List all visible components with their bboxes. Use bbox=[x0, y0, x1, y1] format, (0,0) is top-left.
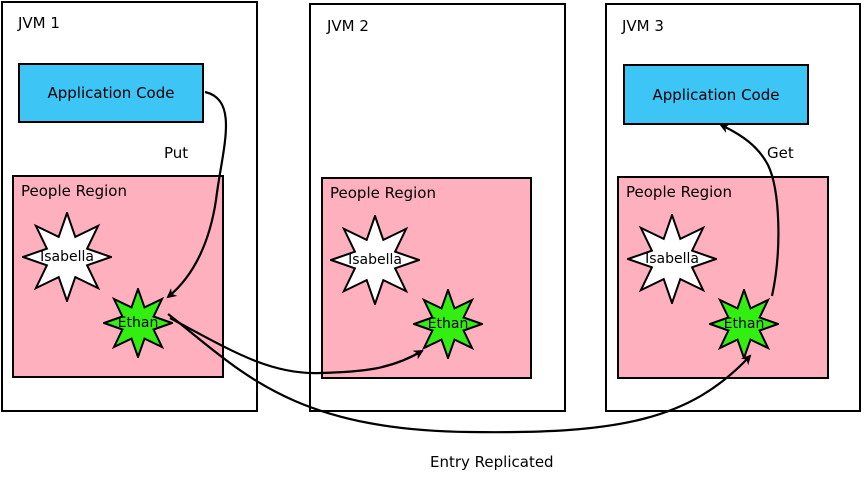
jvm-3-isabella-label: Isabella bbox=[645, 251, 699, 267]
jvm-3-entry-isabella: Isabella bbox=[627, 214, 717, 304]
get-arrow bbox=[719, 123, 780, 297]
jvm-2-ethan-label: Ethan bbox=[427, 316, 469, 332]
jvm-1-isabella-label: Isabella bbox=[40, 249, 94, 265]
jvm-3-application-code: Application Code bbox=[623, 64, 809, 125]
jvm-1-entry-isabella: Isabella bbox=[22, 212, 112, 302]
jvm-1-ethan-star-shape bbox=[103, 288, 173, 358]
jvm-3-ethan-label: Ethan bbox=[723, 316, 765, 332]
jvm-1-label: JVM 1 bbox=[18, 14, 60, 32]
jvm-2-ethan-star-shape bbox=[413, 289, 483, 359]
jvm-2-isabella-label: Isabella bbox=[348, 252, 402, 268]
put-arrow bbox=[166, 90, 227, 299]
put-label: Put bbox=[164, 144, 189, 162]
jvm-2-entry-ethan: Ethan bbox=[413, 289, 483, 359]
jvm-1-application-code-label: Application Code bbox=[47, 84, 175, 102]
jvm-3-entry-ethan: Ethan bbox=[709, 289, 779, 359]
entry-replicated-label: Entry Replicated bbox=[430, 453, 554, 471]
jvm-1-application-code: Application Code bbox=[18, 63, 204, 123]
jvm-2-entry-isabella: Isabella bbox=[330, 215, 420, 305]
jvm-1-entry-ethan: Ethan bbox=[103, 288, 173, 358]
replicate-to-jvm-2-arrow bbox=[169, 317, 424, 375]
jvm-1-ethan-label: Ethan bbox=[117, 315, 159, 331]
jvm-3-application-code-label: Application Code bbox=[652, 85, 780, 104]
jvm-2-label: JVM 2 bbox=[327, 17, 369, 35]
jvm-3-isabella-star-shape bbox=[627, 214, 717, 304]
jvm-2-isabella-star-shape bbox=[330, 215, 420, 305]
jvm-3-label: JVM 3 bbox=[622, 17, 664, 35]
get-label: Get bbox=[767, 144, 794, 162]
replicate-to-jvm-3-arrow bbox=[167, 313, 752, 434]
jvm-1-region-label: People Region bbox=[21, 182, 127, 200]
jvm-3-region-label: People Region bbox=[626, 183, 732, 201]
jvm-2-region-label: People Region bbox=[330, 184, 436, 202]
jvm-1-isabella-star-shape bbox=[22, 212, 112, 302]
